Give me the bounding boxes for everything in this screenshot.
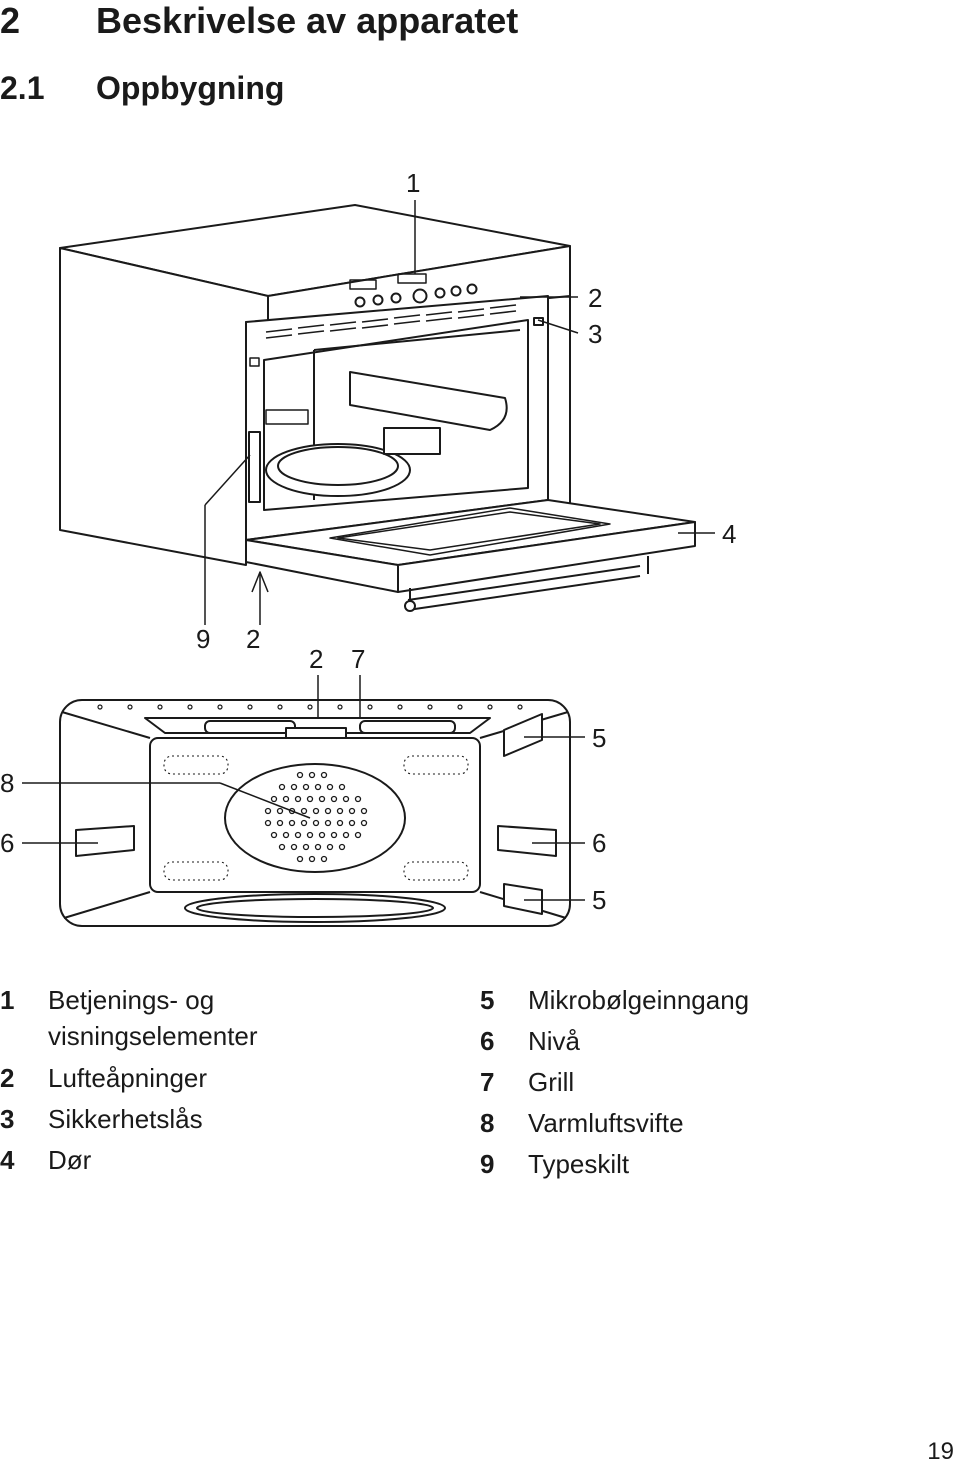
legend-text: Sikkerhetslås [48, 1104, 203, 1134]
callout-leaders-top [204, 200, 715, 625]
legend-number: 2 [0, 1063, 15, 1093]
fan-perforation [264, 771, 368, 863]
legend-text: Lufteåpninger [48, 1063, 208, 1093]
callout-2-mid: 2 [246, 624, 260, 654]
page-number: 19 [927, 1438, 954, 1465]
callout-2-top: 2 [588, 283, 602, 313]
subsection-title: Oppbygning [96, 70, 285, 106]
legend-item: 7 Grill [480, 1062, 940, 1103]
appliance-illustration: 1 2 3 4 9 2 2 7 [0, 168, 736, 927]
callout-7: 7 [351, 644, 365, 674]
legend-item: 4 Dør [0, 1140, 440, 1181]
subsection-number: 2.1 [0, 70, 45, 106]
legend-text: Mikrobølgeinngang [528, 985, 750, 1015]
legend-number: 6 [480, 1026, 495, 1056]
callout-6-right: 6 [592, 828, 606, 858]
callout-leaders-front [22, 675, 585, 901]
legend-text: Dør [48, 1145, 92, 1175]
cavity-front-drawing [59, 699, 571, 927]
callout-9: 9 [196, 624, 210, 654]
callout-3: 3 [588, 319, 602, 349]
legend-number: 1 [0, 985, 15, 1015]
legend-number: 9 [480, 1149, 495, 1179]
legend-number: 8 [480, 1108, 495, 1138]
legend-number: 5 [480, 985, 495, 1015]
legend-text: Varmluftsvifte [528, 1108, 684, 1138]
legend-number: 7 [480, 1067, 495, 1097]
callout-2-front: 2 [309, 644, 323, 674]
legend-number: 3 [0, 1104, 15, 1134]
legend-item: 5 Mikrobølgeinngang [480, 980, 940, 1021]
callout-1: 1 [406, 168, 420, 198]
legend-item: 6 Nivå [480, 1021, 940, 1062]
callout-8: 8 [0, 768, 14, 798]
callout-5-top: 5 [592, 723, 606, 753]
legend-item: 2 Lufteåpninger [0, 1058, 440, 1099]
section-number: 2 [0, 0, 21, 41]
legend-number: 4 [0, 1145, 15, 1175]
legend-item: 8 Varmluftsvifte [480, 1103, 940, 1144]
legend-text: Typeskilt [528, 1149, 630, 1179]
legend-item: 3 Sikkerhetslås [0, 1099, 440, 1140]
legend-item: 9 Typeskilt [480, 1144, 940, 1185]
legend-text: Nivå [528, 1026, 581, 1056]
callout-5-bottom: 5 [592, 885, 606, 915]
legend-right: 5 Mikrobølgeinngang 6 Nivå 7 Grill 8 Var… [480, 980, 940, 1185]
callout-4: 4 [722, 519, 736, 549]
callout-6-left: 6 [0, 828, 14, 858]
section-title: Beskrivelse av apparatet [96, 0, 519, 41]
oven-perspective-drawing [59, 204, 696, 612]
legend-text: Grill [528, 1067, 575, 1097]
